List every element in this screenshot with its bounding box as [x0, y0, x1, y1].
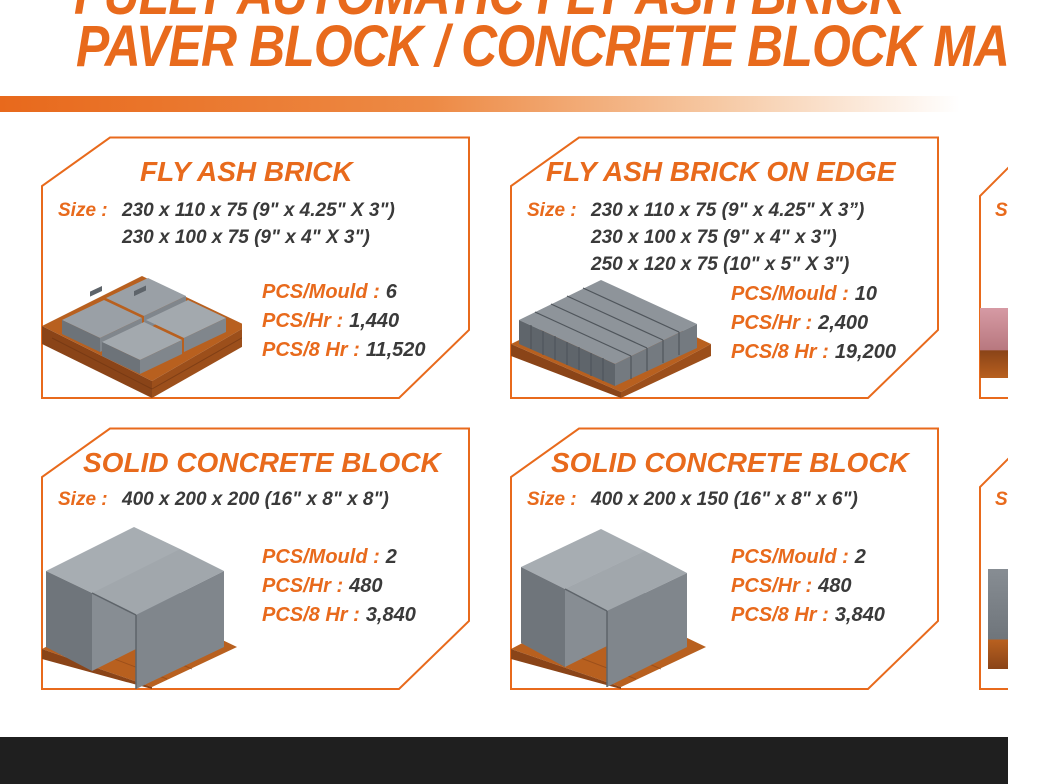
- card-title: SOLID CONCRETE BLOCK: [83, 447, 441, 478]
- paver-pallet-fragment: [980, 308, 1008, 378]
- stat-pcs-hr: PCS/Hr :2,400: [731, 312, 869, 334]
- brick-pallet-icon: [42, 276, 242, 398]
- header-title-line-2: PAVER BLOCK / CONCRETE BLOCK MA: [76, 14, 1008, 79]
- card-outline: [41, 427, 470, 690]
- partial-card-bottom: S: [978, 427, 1008, 691]
- brochure-page: FULLY AUTOMATIC FLY ASH BRICK PAVER BLOC…: [0, 0, 1008, 784]
- stat-pcs-8hr: PCS/8 Hr :19,200: [731, 341, 896, 363]
- stat-pcs-8hr: PCS/8 Hr :3,840: [262, 604, 416, 626]
- footer-bar: [0, 737, 1008, 784]
- size-value: 230 x 100 x 75 (9" x 4" X 3"): [122, 227, 370, 248]
- size-label: Size :: [527, 200, 577, 221]
- size-value: 230 x 110 x 75 (9" x 4.25" X 3”): [591, 200, 865, 221]
- card-outline: [41, 136, 470, 399]
- stat-pcs-mould: PCS/Mould :2: [262, 546, 397, 568]
- stat-pcs-hr: PCS/Hr :480: [731, 575, 852, 597]
- product-card-fly-ash-brick: FLY ASH BRICK Size : 230 x 110 x 75 (9" …: [40, 136, 472, 400]
- size-label-fragment: S: [995, 200, 1008, 221]
- size-label: Size :: [58, 489, 108, 510]
- size-label-fragment: S: [995, 489, 1008, 510]
- size-value: 250 x 120 x 75 (10" x 5" X 3"): [591, 254, 850, 275]
- stat-pcs-mould: PCS/Mould :10: [731, 283, 878, 305]
- stat-pcs-8hr: PCS/8 Hr :3,840: [731, 604, 885, 626]
- size-label: Size :: [527, 489, 577, 510]
- header-title-line-1: FULLY AUTOMATIC FLY ASH BRICK: [74, 0, 905, 24]
- size-value: 230 x 110 x 75 (9" x 4.25" X 3"): [122, 200, 395, 221]
- card-title: SOLID CONCRETE BLOCK: [551, 447, 909, 478]
- card-outline: [979, 166, 1008, 399]
- page-margin: [1008, 0, 1045, 784]
- card-outline: [979, 457, 1008, 690]
- product-card-fly-ash-brick-on-edge: FLY ASH BRICK ON EDGE Size : 230 x 110 x…: [509, 136, 941, 400]
- stat-pcs-8hr: PCS/8 Hr :11,520: [262, 339, 426, 361]
- size-label: Size :: [58, 200, 108, 221]
- product-card-solid-concrete-block-6in: SOLID CONCRETE BLOCK Size : 400 x 200 x …: [509, 427, 941, 691]
- card-outline: [510, 427, 939, 690]
- concrete-block-pallet-icon: [511, 529, 706, 689]
- partial-card-top: S: [978, 136, 1008, 400]
- card-outline: [510, 136, 939, 399]
- card-title: FLY ASH BRICK ON EDGE: [546, 156, 896, 187]
- concrete-block-pallet-icon: [42, 527, 237, 689]
- product-card-solid-concrete-block-8in: SOLID CONCRETE BLOCK Size : 400 x 200 x …: [40, 427, 472, 691]
- stat-pcs-mould: PCS/Mould :6: [262, 281, 397, 303]
- block-pallet-fragment: [988, 569, 1008, 669]
- header-divider: [0, 96, 960, 112]
- brick-on-edge-pallet-icon: [511, 280, 711, 398]
- stat-pcs-hr: PCS/Hr :1,440: [262, 310, 400, 332]
- size-value: 400 x 200 x 200 (16" x 8" x 8"): [122, 489, 389, 510]
- stat-pcs-mould: PCS/Mould :2: [731, 546, 866, 568]
- size-value: 230 x 100 x 75 (9" x 4" x 3"): [591, 227, 837, 248]
- card-title: FLY ASH BRICK: [140, 156, 353, 187]
- stat-pcs-hr: PCS/Hr :480: [262, 575, 383, 597]
- size-value: 400 x 200 x 150 (16" x 8" x 6"): [591, 489, 858, 510]
